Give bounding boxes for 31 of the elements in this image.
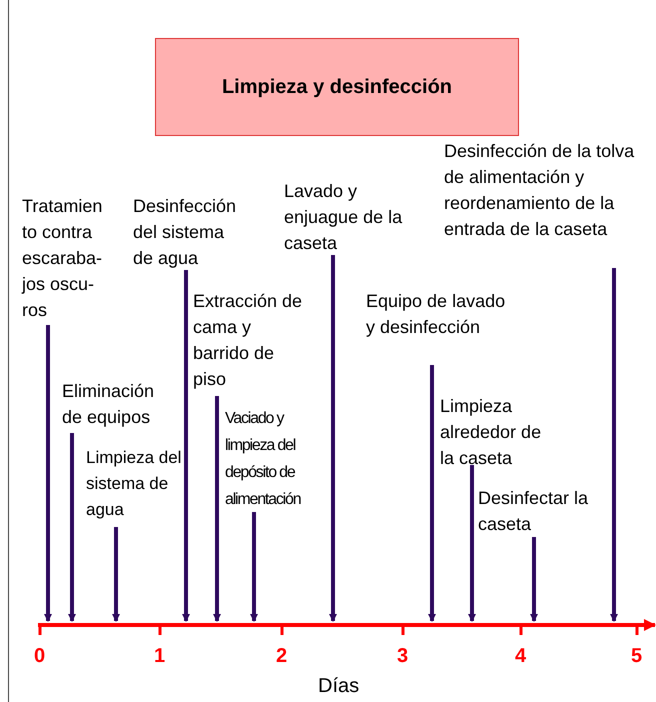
arrow (610, 268, 618, 622)
tick-label: 0 (34, 645, 46, 668)
tick-label: 3 (397, 645, 408, 668)
event-label: Limpieza del sistema de agua (86, 445, 184, 523)
event-label: Desinfección del sistema de agua (133, 193, 248, 271)
event-label: Vaciado y limpieza del depósito de alimentación (225, 405, 330, 513)
axis-title: Días (318, 675, 360, 698)
event-label: Eliminación de equipos (62, 378, 174, 430)
arrow (213, 396, 221, 622)
arrow (329, 255, 337, 622)
tick-label: 1 (154, 645, 166, 668)
tick-label: 2 (276, 645, 288, 668)
event-label: Tratamien to contra escaraba- jos oscu- ros (22, 193, 122, 323)
arrow (112, 527, 120, 622)
event-label: Limpieza alrededor de la caseta (440, 393, 560, 471)
arrow (428, 365, 436, 622)
tick-label: 5 (631, 645, 642, 668)
arrow (44, 325, 52, 622)
event-label: Lavado y enjuague de la caseta (284, 178, 406, 256)
event-label: Equipo de lavado y desinfección (366, 288, 506, 340)
event-label: Extracción de cama y barrido de piso (193, 288, 308, 392)
event-label: Desinfectar la caseta (478, 485, 594, 537)
arrow (250, 512, 258, 622)
arrow (530, 537, 538, 622)
arrow (68, 433, 76, 622)
arrow (182, 270, 190, 622)
time-axis (38, 619, 656, 635)
event-label: Desinfección de la tolva de alimentación y reordenamiento de la entrada de la caseta (444, 138, 640, 242)
tick-label: 4 (515, 645, 526, 668)
arrow (468, 465, 476, 622)
title-box: Limpieza y desinfección (155, 38, 519, 136)
